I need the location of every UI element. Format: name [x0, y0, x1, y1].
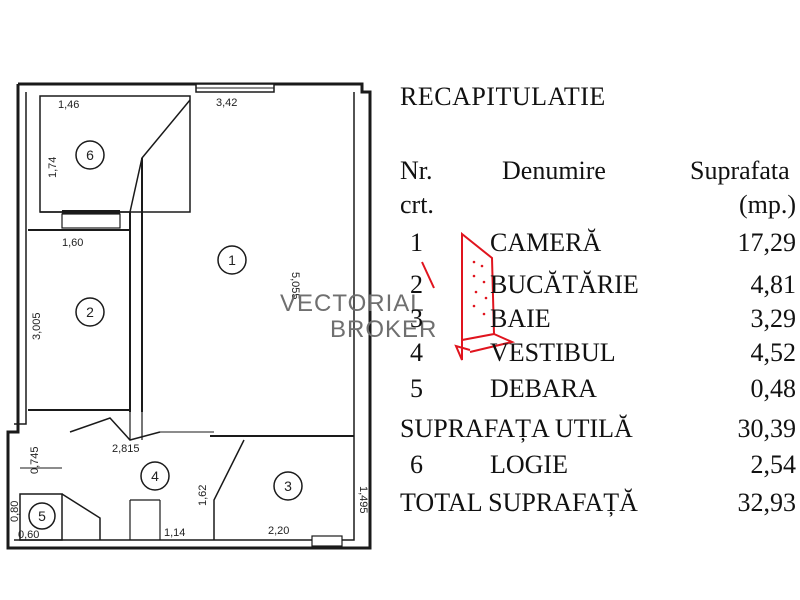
useful-area-label: SUPRAFAȚA UTILĂ — [400, 414, 633, 443]
row-1-nr: 1 — [410, 228, 423, 257]
dim-label: 1,74 — [47, 157, 59, 178]
room-6-circle — [75, 140, 105, 170]
row-1-name: CAMERĂ — [490, 228, 602, 257]
useful-area-value: 30,39 — [737, 414, 797, 443]
watermark-logo-icon — [421, 231, 516, 361]
row-3-nr: 3 — [410, 304, 423, 333]
row-1-area: 17,29 — [737, 228, 797, 257]
room-3-number: 3 — [284, 478, 292, 494]
row-2-name: BUCĂTĂRIE — [490, 270, 639, 299]
row-5-name: DEBARA — [490, 374, 597, 403]
dim-label: 5,055 — [289, 272, 301, 300]
plan-walls — [6, 82, 372, 550]
row-6-area: 2,54 — [750, 450, 797, 479]
header-area-unit: (mp.) — [738, 190, 796, 219]
header-nr: Nr. — [400, 156, 433, 185]
room-5-number: 5 — [38, 508, 46, 524]
row-3-area: 3,29 — [750, 304, 797, 333]
row-2-nr: 2 — [410, 270, 423, 299]
row-4-name: VESTIBUL — [490, 338, 616, 367]
dim-label: 0,60 — [18, 529, 39, 541]
dim-label: 2,815 — [112, 443, 140, 455]
row-4-area: 4,52 — [750, 338, 797, 367]
total-area-label: TOTAL SUPRAFAȚĂ — [400, 488, 638, 517]
dim-label: 3,005 — [31, 312, 43, 340]
summary-title: RECAPITULATIE — [400, 82, 606, 111]
header-area: Suprafata — [690, 156, 790, 185]
room-6-number: 6 — [86, 147, 94, 163]
dim-label: 0,745 — [29, 446, 41, 474]
dim-label: 1,62 — [197, 485, 209, 506]
dim-label: 0,80 — [9, 501, 21, 522]
row-5-nr: 5 — [410, 374, 423, 403]
room-4-number: 4 — [151, 468, 159, 484]
dim-label: 2,20 — [268, 525, 289, 537]
watermark-line-1: VECTORIAL — [280, 290, 425, 317]
room-4-circle — [140, 461, 170, 491]
row-6-nr: 6 — [410, 450, 423, 479]
watermark-dots — [472, 260, 488, 316]
row-4-nr: 4 — [410, 338, 423, 367]
room-2-circle — [75, 297, 105, 327]
header-name: Denumire — [502, 156, 606, 185]
room-5-circle — [28, 502, 56, 530]
dim-label: 1,60 — [62, 237, 83, 249]
dim-label: 1,495 — [357, 486, 369, 514]
room-3-circle — [273, 471, 303, 501]
row-6-name: LOGIE — [490, 450, 568, 479]
room-markers — [28, 140, 303, 530]
dim-label: 1,46 — [58, 99, 79, 111]
watermark-line-2: BROKER — [330, 316, 438, 343]
room-1-number: 1 — [228, 252, 236, 268]
dim-label: 1,14 — [164, 527, 185, 539]
row-3-name: BAIE — [490, 304, 551, 333]
row-2-area: 4,81 — [750, 270, 797, 299]
room-1-circle — [217, 245, 247, 275]
header-crt: crt. — [400, 190, 434, 219]
total-area-value: 32,93 — [737, 488, 797, 517]
room-2-number: 2 — [86, 304, 94, 320]
dim-label: 3,42 — [216, 97, 237, 109]
row-5-area: 0,48 — [750, 374, 797, 403]
